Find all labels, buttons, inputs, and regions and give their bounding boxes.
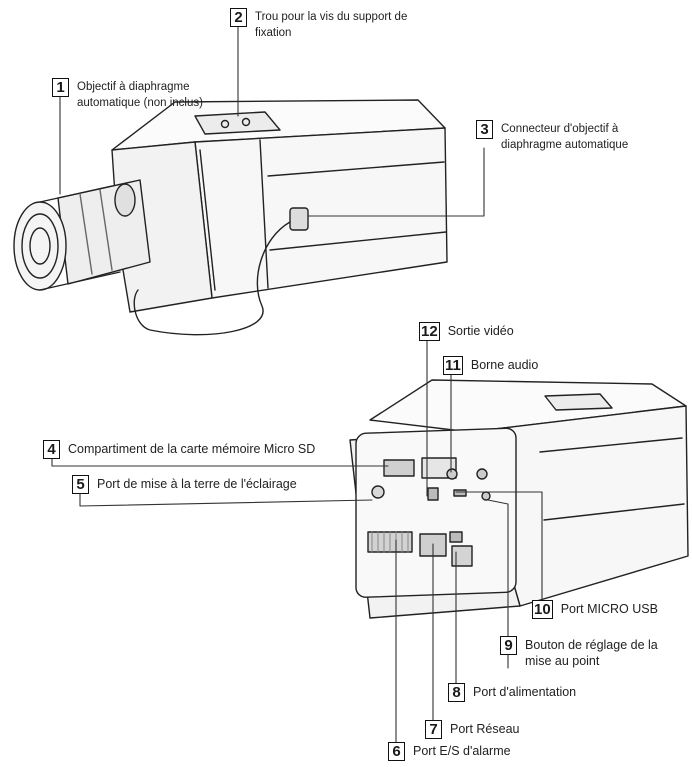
callout-number: 4 — [43, 440, 60, 459]
lens — [13, 179, 151, 291]
callout-number: 7 — [425, 720, 442, 739]
focus-button — [481, 491, 491, 501]
sd-slot — [383, 459, 415, 477]
callout-7: 7 Port Réseau — [425, 720, 519, 739]
callout-8: 8 Port d'alimentation — [448, 683, 576, 702]
callout-label: Port d'alimentation — [473, 685, 577, 699]
mount-screw-hole — [220, 119, 230, 129]
iris-connector — [289, 207, 309, 231]
callout-number: 10 — [532, 600, 553, 619]
callout-9: 9 Bouton de réglage de la mise au point — [500, 636, 658, 669]
callout-number: 3 — [476, 120, 493, 139]
callout-label: Bouton de réglage de la mise au point — [525, 638, 658, 668]
callout-5: 5 Port de mise à la terre de l'éclairage — [72, 475, 297, 494]
callout-label: Port Réseau — [450, 722, 520, 736]
callout-11: 11 Borne audio — [443, 356, 538, 375]
callout-label: Borne audio — [470, 358, 539, 372]
callout-label: Port E/S d'alarme — [413, 744, 511, 758]
callout-label: Port MICRO USB — [560, 602, 658, 616]
ground-screw — [371, 485, 385, 499]
callout-10: 10 Port MICRO USB — [532, 600, 658, 619]
callout-number: 11 — [443, 356, 463, 375]
callout-label: Objectif à diaphragme automatique (non i… — [77, 81, 203, 109]
callout-1: 1 Objectif à diaphragme automatique (non… — [52, 78, 203, 111]
camera-front-view — [13, 99, 448, 336]
leader-lines — [51, 23, 543, 743]
usb-port — [453, 489, 467, 497]
callout-4: 4 Compartiment de la carte mémoire Micro… — [43, 440, 315, 459]
audio-jack — [446, 468, 458, 480]
camera-rear-view — [349, 379, 689, 619]
callout-label: Port de mise à la terre de l'éclairage — [97, 477, 297, 491]
callout-number: 9 — [500, 636, 517, 655]
callout-number: 6 — [388, 742, 405, 761]
callout-label: Trou pour la vis du support de fixation — [255, 11, 408, 39]
callout-number: 5 — [72, 475, 89, 494]
callout-label: Compartiment de la carte mémoire Micro S… — [68, 442, 316, 456]
callout-number: 2 — [230, 8, 247, 27]
callout-number: 1 — [52, 78, 69, 97]
power-port — [451, 545, 473, 567]
callout-number: 8 — [448, 683, 465, 702]
callout-label: Connecteur d'objectif à diaphragme autom… — [501, 123, 629, 151]
callout-6: 6 Port E/S d'alarme — [388, 742, 511, 761]
callout-12: 12 Sortie vidéo — [419, 322, 514, 341]
callout-label: Sortie vidéo — [447, 324, 514, 338]
video-out-port — [427, 487, 439, 501]
callout-2: 2 Trou pour la vis du support de fixatio… — [230, 8, 407, 41]
callout-number: 12 — [419, 322, 440, 341]
callout-3: 3 Connecteur d'objectif à diaphragme aut… — [476, 120, 628, 153]
